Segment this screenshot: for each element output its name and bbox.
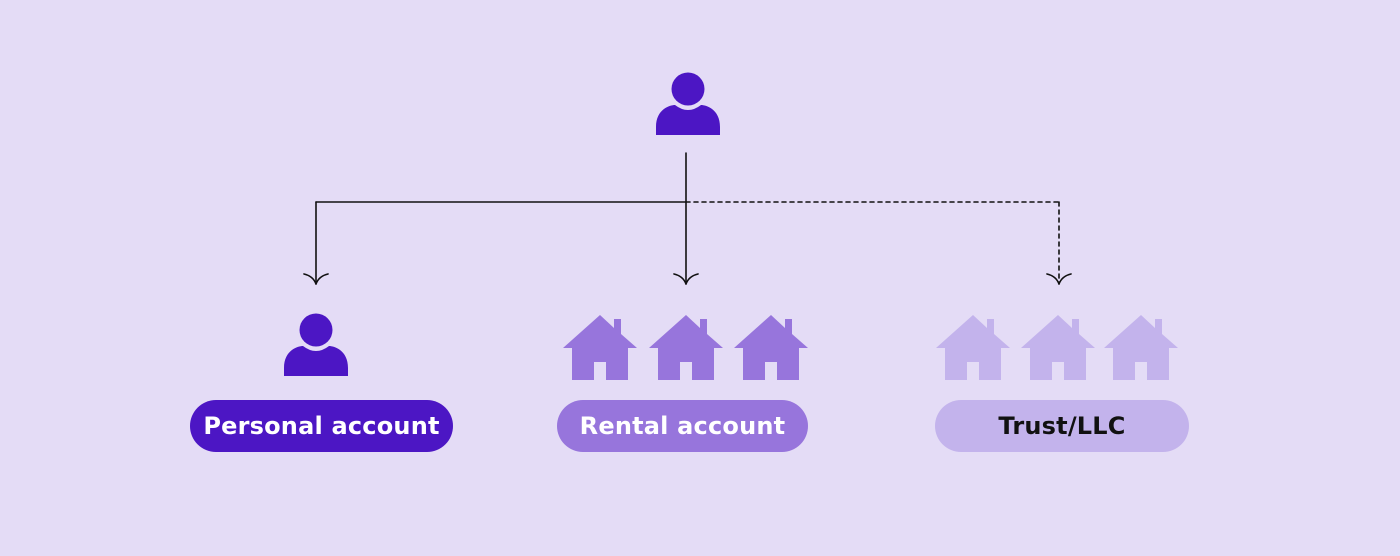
house-icon	[1104, 315, 1178, 380]
trust-house-icons	[936, 315, 1178, 380]
house-icon	[734, 315, 808, 380]
arrow-head-trust	[1046, 273, 1072, 285]
connector-lines	[303, 152, 1072, 285]
house-icon	[936, 315, 1010, 380]
trust-llc-label: Trust/LLC	[935, 400, 1189, 452]
personal-account-label: Personal account	[190, 400, 453, 452]
rental-account-label: Rental account	[557, 400, 808, 452]
rental-house-icons	[563, 315, 808, 380]
personal-person-icon	[284, 313, 348, 376]
owner-person-icon	[656, 72, 720, 135]
house-icon	[1021, 315, 1095, 380]
house-icon	[649, 315, 723, 380]
arrow-head-rental	[673, 273, 699, 285]
arrow-head-personal	[303, 273, 329, 285]
house-icon	[563, 315, 637, 380]
